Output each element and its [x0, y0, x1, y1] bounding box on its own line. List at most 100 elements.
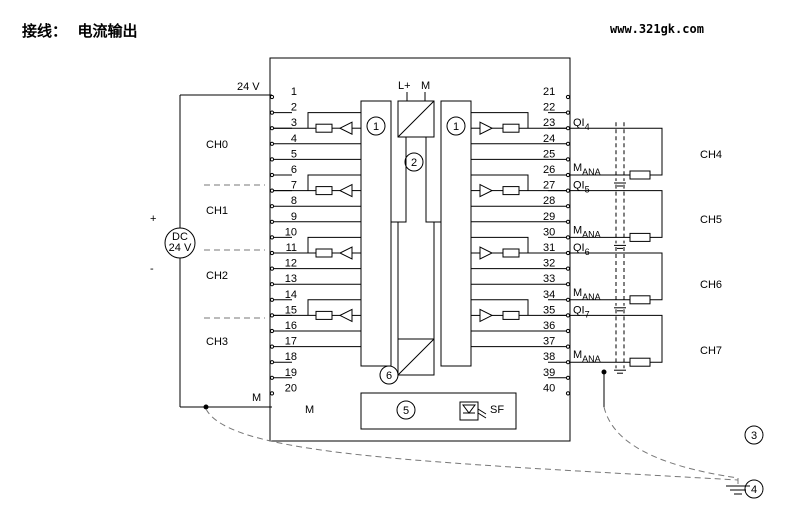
channel-label: CH1	[206, 205, 228, 217]
terminal-pin	[269, 126, 275, 131]
terminal-pin	[565, 313, 571, 318]
pin-label: 5	[291, 148, 297, 160]
callout-4-label: 4	[751, 484, 757, 496]
pin-label: 39	[543, 367, 555, 379]
pin-label: 12	[285, 258, 297, 270]
terminal-pin	[565, 188, 571, 193]
terminal-pin	[565, 360, 571, 365]
pin-label: 24	[543, 133, 555, 145]
terminal-pin	[269, 141, 275, 146]
terminal-pin	[269, 235, 275, 240]
terminal-pin	[565, 328, 571, 334]
terminal-pin	[269, 297, 275, 302]
pin-label: 13	[285, 273, 297, 285]
pin-label: 25	[543, 148, 555, 160]
terminal-pin	[269, 313, 275, 318]
pin-label: 8	[291, 195, 297, 207]
diagnostic-block	[360, 392, 517, 430]
dc-source	[164, 227, 196, 259]
channel-label: CH5	[700, 214, 722, 226]
pin-label: 6	[291, 164, 297, 176]
website-url: www.321gk.com	[610, 22, 704, 36]
terminal-pin	[269, 282, 275, 287]
callout-3-label: 3	[751, 430, 757, 442]
pin-label: 2	[291, 102, 297, 114]
amplifier	[338, 308, 353, 323]
resistor	[315, 186, 333, 196]
sf-label: SF	[490, 404, 504, 416]
terminal-pin	[565, 250, 571, 256]
terminal-pin	[269, 110, 275, 115]
load-resistor	[629, 232, 651, 242]
terminal-pin	[269, 219, 275, 224]
pin-20-m-label: M	[305, 404, 314, 416]
resistor	[315, 248, 333, 258]
amplifier	[479, 183, 494, 198]
pin-label: 26	[543, 164, 555, 176]
terminal-pin	[565, 344, 571, 349]
pin-label: 37	[543, 336, 555, 348]
amplifier	[338, 121, 353, 136]
callout-5-label: 5	[403, 405, 409, 417]
terminal-pin	[565, 391, 571, 396]
callout-1-right-label: 1	[453, 121, 459, 133]
pin-label: 7	[291, 180, 297, 192]
plus-label: +	[150, 213, 156, 225]
terminal-pin	[269, 344, 275, 349]
lplus-label: L+	[398, 80, 411, 92]
page-title: 接线： 电流输出	[22, 22, 138, 40]
pin-label: 14	[285, 289, 297, 301]
pin-label: 4	[291, 133, 297, 145]
supply-24v-label: 24 V	[237, 81, 260, 93]
supply-m-label: M	[252, 392, 261, 404]
pin-label: 21	[543, 86, 555, 98]
channel-label: CH7	[700, 345, 722, 357]
terminal-pin	[565, 282, 571, 287]
isolation-block-bottom	[397, 338, 435, 376]
terminal-pin	[565, 157, 571, 162]
output-label-mana: MANA	[573, 287, 601, 302]
pin-label: 35	[543, 304, 555, 316]
pin-label: 16	[285, 320, 297, 332]
load-resistor	[629, 357, 651, 367]
terminal-pin	[565, 126, 571, 131]
pin-label: 36	[543, 320, 555, 332]
output-label-mana: MANA	[573, 349, 601, 364]
callout-5	[396, 400, 416, 420]
pin-label: 30	[543, 226, 555, 238]
output-label-qi: QI6	[573, 242, 590, 257]
terminal-pin	[269, 250, 275, 256]
pin-label: 11	[286, 242, 297, 254]
callout-4	[744, 479, 764, 499]
amplifier	[479, 121, 494, 136]
terminal-pin	[269, 94, 275, 100]
callout-6	[379, 365, 399, 385]
callout-1-left	[366, 116, 386, 136]
pin-label: 29	[543, 211, 555, 223]
resistor	[315, 310, 333, 320]
pin-label: 10	[285, 226, 297, 238]
terminal-pin	[269, 188, 275, 193]
terminal-pin	[269, 157, 275, 162]
pin-label: 9	[291, 211, 297, 223]
terminal-pin	[565, 297, 571, 302]
terminal-pin	[269, 266, 275, 271]
amplifier	[338, 246, 353, 260]
module-outline	[269, 57, 571, 442]
terminal-pin	[269, 328, 275, 334]
pin-label: 1	[291, 86, 297, 98]
terminal-pin	[269, 172, 275, 178]
dc-voltage-label: 24 V	[169, 242, 192, 254]
terminal-pin	[269, 360, 275, 365]
channel-label: CH3	[206, 336, 228, 348]
output-label-mana: MANA	[573, 224, 601, 239]
output-label-qi: QI5	[573, 180, 590, 195]
terminal-pin	[565, 219, 571, 224]
pin-label: 17	[285, 336, 297, 348]
terminal-pin	[565, 204, 571, 209]
right-bus-block	[440, 100, 472, 367]
pin-label: 28	[543, 195, 555, 207]
pin-label: 33	[543, 273, 555, 285]
load-resistor	[629, 170, 651, 180]
